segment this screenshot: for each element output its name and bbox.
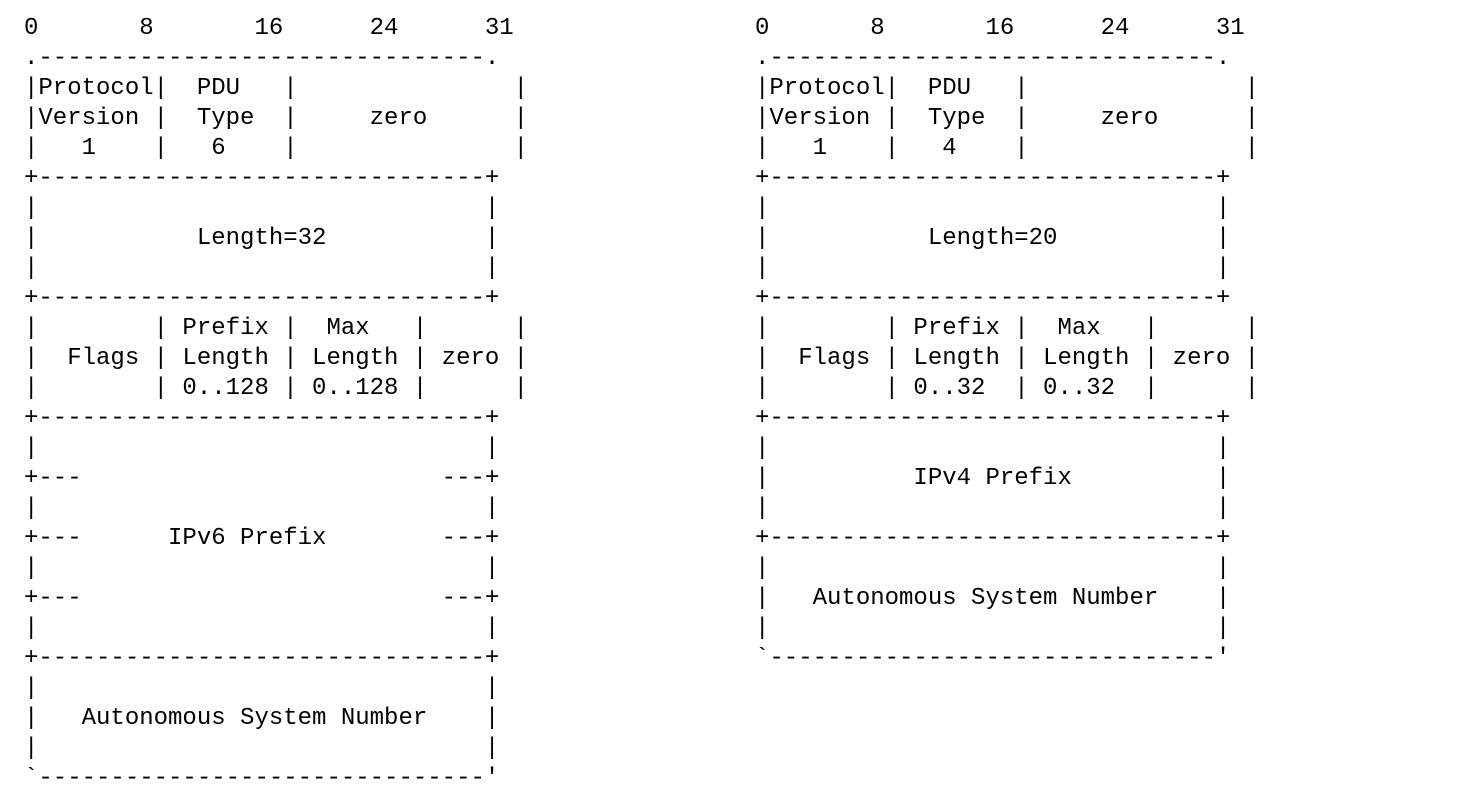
ascii-diagram-text: 0 8 16 24 31 .--------------------------…	[755, 15, 1260, 672]
ascii-diagram-text: 0 8 16 24 31 .--------------------------…	[24, 15, 529, 792]
